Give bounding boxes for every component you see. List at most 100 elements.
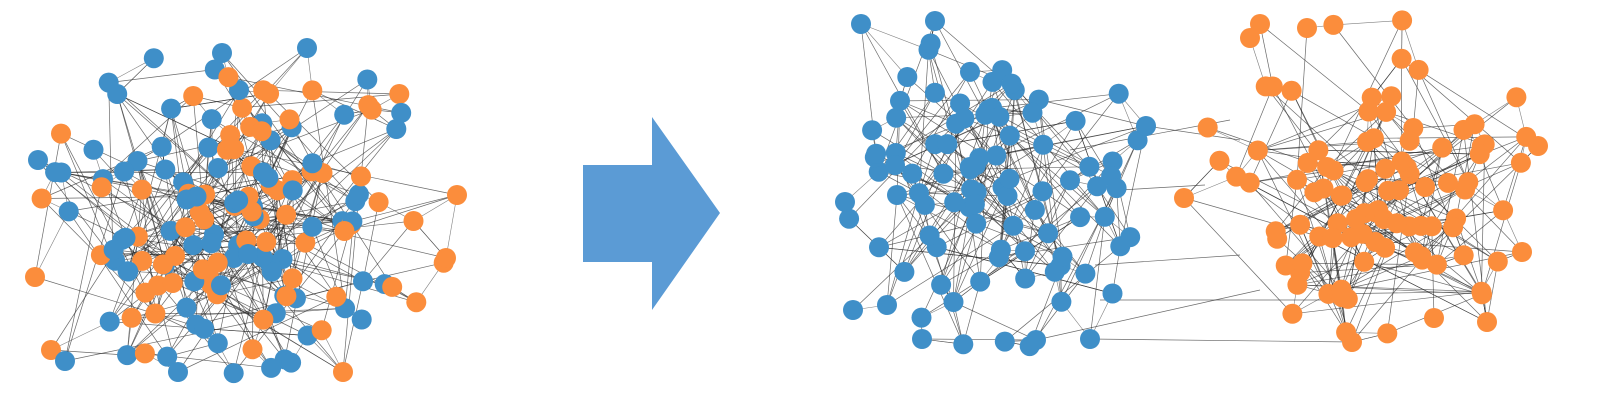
network-node-cluster-a bbox=[890, 90, 910, 111]
network-node bbox=[132, 250, 153, 271]
after-network-panel bbox=[835, 10, 1548, 357]
network-node bbox=[134, 343, 155, 364]
network-node-cluster-a bbox=[1051, 291, 1072, 312]
network-node-cluster-a bbox=[843, 300, 863, 320]
network-node-cluster-a bbox=[1102, 283, 1123, 304]
network-node-cluster-b bbox=[1432, 137, 1453, 158]
network-node bbox=[333, 362, 353, 382]
network-node bbox=[162, 273, 183, 293]
network-node bbox=[357, 69, 378, 90]
network-edge bbox=[259, 200, 356, 220]
network-node-cluster-b bbox=[1506, 87, 1527, 108]
network-edge bbox=[953, 69, 1003, 203]
network-node bbox=[211, 275, 231, 296]
network-node-cluster-a bbox=[965, 155, 986, 176]
network-node-cluster-b bbox=[1512, 242, 1532, 262]
network-node-cluster-b bbox=[1386, 213, 1407, 234]
network-node-cluster-b bbox=[1308, 140, 1329, 161]
network-edge bbox=[242, 93, 400, 109]
network-edge bbox=[1119, 184, 1206, 191]
network-node-cluster-b bbox=[1304, 182, 1325, 203]
network-edge bbox=[1436, 129, 1464, 265]
network-edge bbox=[1007, 195, 1061, 266]
network-edge bbox=[1326, 166, 1432, 227]
network-edge bbox=[1249, 147, 1443, 183]
network-node-cluster-b bbox=[1443, 217, 1464, 238]
network-edge bbox=[60, 133, 114, 259]
network-edge bbox=[896, 194, 1002, 250]
network-edge bbox=[1479, 153, 1504, 211]
network-edge bbox=[275, 307, 346, 314]
network-edge bbox=[262, 128, 397, 258]
network-node-cluster-a bbox=[1070, 207, 1091, 228]
network-edge bbox=[1502, 136, 1527, 211]
network-edge bbox=[988, 109, 1081, 218]
network-node-cluster-a bbox=[902, 163, 923, 184]
network-edge bbox=[886, 193, 920, 306]
network-edge bbox=[64, 171, 125, 362]
network-node bbox=[151, 136, 172, 157]
network-edge bbox=[321, 224, 352, 331]
network-node-cluster-b bbox=[1453, 245, 1474, 266]
network-edge bbox=[1038, 99, 1147, 127]
network-node bbox=[253, 309, 274, 330]
network-edge bbox=[259, 218, 345, 232]
network-node bbox=[147, 275, 168, 296]
network-node-cluster-b bbox=[1493, 200, 1514, 221]
network-edge bbox=[1341, 255, 1422, 290]
network-edge bbox=[342, 281, 364, 373]
network-edge bbox=[964, 118, 1090, 168]
network-edge bbox=[1421, 136, 1527, 257]
network-edge bbox=[878, 246, 1061, 266]
network-node bbox=[232, 97, 253, 118]
network-node-cluster-a bbox=[1106, 178, 1127, 199]
network-edge bbox=[196, 196, 344, 373]
network-edge bbox=[237, 245, 286, 360]
network-edge bbox=[1333, 24, 1414, 129]
network-node-cluster-a bbox=[911, 307, 932, 328]
network-node bbox=[118, 261, 139, 282]
network-node bbox=[201, 233, 222, 254]
network-edge bbox=[445, 194, 458, 259]
network-node bbox=[302, 216, 323, 237]
network-node bbox=[131, 179, 152, 200]
network-node-cluster-a bbox=[919, 225, 940, 246]
network-node-cluster-b bbox=[1487, 251, 1508, 272]
network-node bbox=[403, 211, 424, 231]
network-edge bbox=[311, 90, 346, 309]
network-edge bbox=[34, 276, 205, 330]
network-edge bbox=[894, 71, 971, 166]
network-node bbox=[41, 340, 61, 360]
network-edge bbox=[50, 349, 128, 356]
network-node-cluster-b bbox=[1197, 117, 1218, 138]
network-edge bbox=[976, 190, 1043, 224]
network-edge bbox=[1259, 23, 1369, 112]
network-edge bbox=[1481, 162, 1522, 295]
network-node-cluster-a bbox=[1044, 261, 1065, 282]
network-edge bbox=[1351, 218, 1457, 343]
network-edge bbox=[1436, 210, 1504, 265]
network-edge bbox=[127, 147, 209, 272]
network-node-cluster-a bbox=[839, 208, 860, 229]
network-node-cluster-a bbox=[835, 192, 855, 212]
network-node bbox=[279, 109, 300, 130]
after-network-nodes bbox=[835, 10, 1548, 357]
network-node bbox=[28, 150, 48, 170]
network-edge bbox=[1455, 124, 1475, 219]
network-node bbox=[224, 139, 245, 160]
network-node-cluster-b bbox=[1332, 185, 1353, 206]
network-node-cluster-a bbox=[877, 295, 897, 315]
network-edge bbox=[1024, 180, 1071, 252]
network-node-cluster-a bbox=[946, 113, 967, 134]
network-edge bbox=[352, 194, 458, 222]
network-node bbox=[194, 318, 215, 339]
network-node bbox=[157, 346, 178, 367]
network-node-cluster-b bbox=[1358, 169, 1378, 190]
network-edge bbox=[953, 301, 1037, 341]
network-edge bbox=[362, 262, 444, 282]
network-edge bbox=[934, 20, 986, 115]
network-node-cluster-b bbox=[1357, 131, 1378, 152]
network-node-cluster-b bbox=[1510, 152, 1531, 173]
network-node bbox=[389, 84, 410, 104]
network-edge bbox=[41, 196, 197, 199]
